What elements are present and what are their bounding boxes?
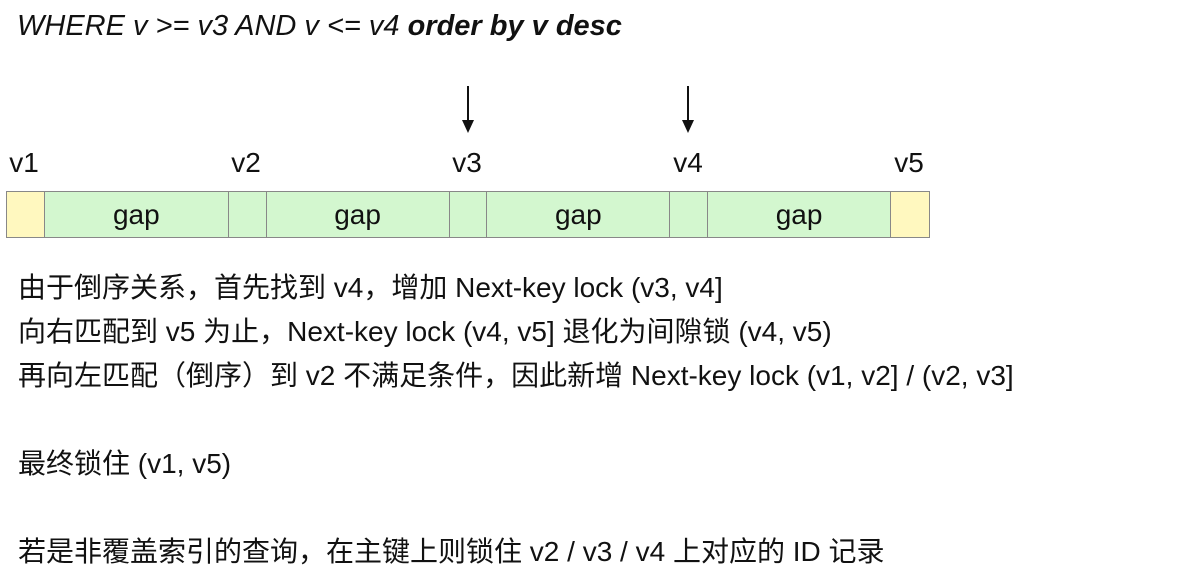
record-v5	[891, 192, 929, 237]
record-v1	[7, 192, 45, 237]
spacer	[18, 486, 1014, 530]
note-line: 再向左匹配（倒序）到 v2 不满足条件，因此新增 Next-key lock (…	[18, 360, 1014, 391]
record-v4	[670, 192, 709, 237]
arrow-down-icon-v3	[462, 86, 474, 133]
sql-query: WHERE v >= v3 AND v <= v4 order by v des…	[17, 10, 622, 43]
note-line: 若是非覆盖索引的查询，在主键上则锁住 v2 / v3 / v4 上对应的 ID …	[18, 536, 885, 567]
record-v3	[449, 192, 488, 237]
gap-cell: gap	[44, 192, 229, 237]
gap-cell: gap	[266, 192, 450, 237]
index-label-v2: v2	[231, 147, 261, 178]
note-line: 最终锁住 (v1, v5)	[18, 448, 232, 479]
spacer	[18, 398, 1014, 442]
record-v2	[228, 192, 267, 237]
gap-cell: gap	[708, 192, 891, 237]
query-where: WHERE v >= v3 AND v <= v4	[17, 10, 408, 42]
index-bar: gap gap gap gap	[6, 191, 930, 238]
index-label-v1: v1	[9, 147, 39, 178]
index-label-v3: v3	[452, 147, 482, 178]
arrow-down-icon-v4	[682, 86, 694, 133]
note-line: 向右匹配到 v5 为止，Next-key lock (v4, v5] 退化为间隙…	[18, 316, 832, 347]
note-line: 由于倒序关系，首先找到 v4，增加 Next-key lock (v3, v4]	[18, 272, 723, 303]
explanation-notes: 由于倒序关系，首先找到 v4，增加 Next-key lock (v3, v4]…	[18, 266, 1014, 574]
query-order: order by v desc	[407, 10, 622, 42]
index-label-v5: v5	[894, 147, 924, 178]
gap-cell: gap	[487, 192, 671, 237]
index-label-v4: v4	[673, 147, 703, 178]
